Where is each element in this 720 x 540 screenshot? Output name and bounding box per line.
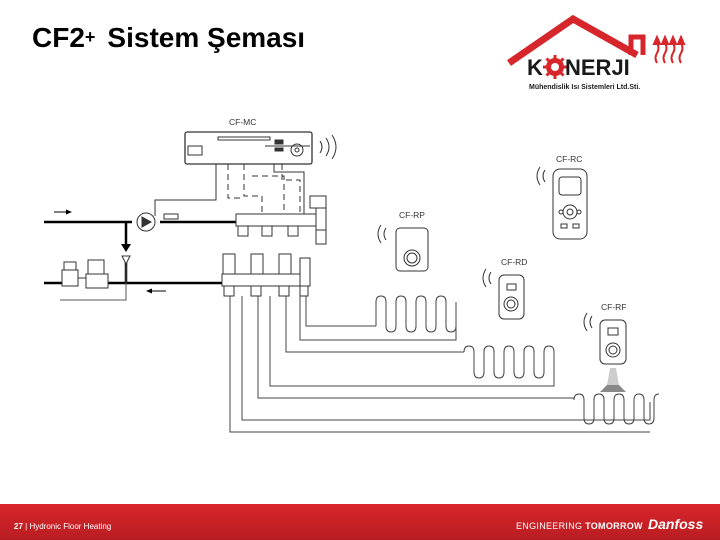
title-main: CF2 — [32, 22, 85, 53]
cf-rc-remote — [536, 166, 588, 240]
gear-icon — [543, 55, 567, 79]
footer-bar: 27 | Hydronic Floor Heating ENGINEERING … — [0, 504, 720, 540]
logo-brand-text: NERJI — [565, 55, 630, 80]
label-cf-rp: CF-RP — [399, 210, 425, 220]
label-cf-rd: CF-RD — [501, 257, 527, 267]
logo-subtitle: Mühendislik Isı Sistemleri Ltd.Sti. — [529, 84, 640, 91]
cf-rd-dial — [482, 268, 525, 320]
title-rest: Sistem Şeması — [107, 22, 306, 53]
check-valve — [121, 244, 131, 252]
slide-title: CF2+ Sistem Şeması — [32, 22, 305, 54]
return-manifold — [221, 273, 303, 287]
title-superscript: + — [84, 27, 96, 47]
cf-rf-repeater — [583, 312, 627, 365]
supply-manifold — [235, 213, 317, 227]
page-number: 27 — [14, 522, 23, 531]
system-diagram: CF-MC — [44, 117, 660, 433]
label-cf-rc: CF-RC — [556, 154, 582, 164]
konerji-logo: K NERJI Mühendislik Isı Sistemleri Ltd.S… — [507, 15, 686, 91]
tagline-light: ENGINEERING — [516, 521, 583, 531]
tagline-bold: TOMORROW — [585, 521, 643, 531]
footer-left: 27 | Hydronic Floor Heating — [14, 522, 112, 531]
label-cf-rf: CF-RF — [601, 302, 627, 312]
cf-rp-panel — [377, 224, 429, 272]
danfoss-wordmark: Danfoss — [648, 516, 703, 532]
footer-tagline: ENGINEERING TOMORROW — [516, 521, 643, 531]
cf-mc-controller — [184, 131, 313, 165]
danfoss-logo: Danfoss — [648, 516, 703, 532]
footer-section: Hydronic Floor Heating — [29, 522, 112, 531]
mixing-valve — [61, 269, 79, 287]
label-cf-mc: CF-MC — [229, 117, 256, 127]
wireless-signal-icon — [319, 134, 337, 160]
logo-letter-k: K — [527, 55, 543, 80]
